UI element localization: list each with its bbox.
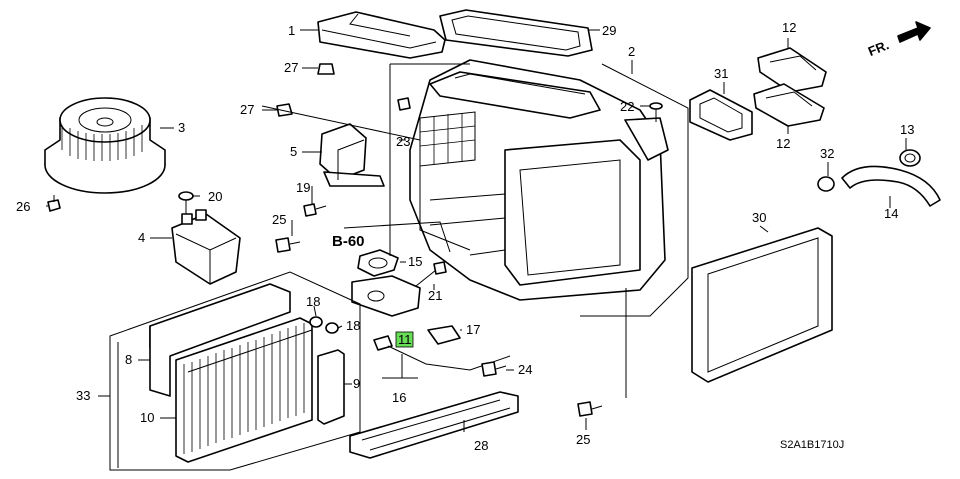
callout-2: 2 <box>628 44 635 59</box>
bolt-25-lower-part <box>577 401 603 417</box>
screw-20-part <box>178 191 194 214</box>
seal-15-part <box>357 249 399 277</box>
reference-code-label: B-60 <box>332 233 365 250</box>
clip-23-part <box>397 97 411 111</box>
nut-18-upper-part <box>309 316 323 328</box>
callout-18-lower: 18 <box>346 318 360 333</box>
front-direction-arrow-icon <box>897 21 931 43</box>
filter-frame-part <box>691 227 833 383</box>
main-housing-part <box>409 59 669 301</box>
callout-22: 22 <box>620 99 634 114</box>
power-transistor-part <box>171 209 241 285</box>
callout-12-upper: 12 <box>782 20 796 35</box>
drain-hose-part <box>841 165 941 207</box>
callout-21: 21 <box>428 288 442 303</box>
seal-ring-part <box>689 89 753 141</box>
callout-27-upper: 27 <box>284 60 298 75</box>
blower-motor-part <box>44 97 166 194</box>
callout-12-lower: 12 <box>776 136 790 151</box>
callout-27-left: 27 <box>240 102 254 117</box>
callout-26: 26 <box>16 199 30 214</box>
callout-10: 10 <box>140 410 154 425</box>
callout-23: 23 <box>396 134 410 149</box>
nut-18-lower-part <box>325 322 339 334</box>
callout-25-left: 25 <box>272 212 286 227</box>
callout-5: 5 <box>290 144 297 159</box>
callout-25-lower: 25 <box>576 432 590 447</box>
bolt-19-part <box>303 203 327 217</box>
servo-motor-part <box>319 123 385 187</box>
sensor-17-part <box>427 325 461 345</box>
callout-16: 16 <box>392 390 406 405</box>
screw-22-part <box>649 102 663 122</box>
gasket-ring-part <box>439 9 593 57</box>
duct-joint-upper-part <box>757 47 827 93</box>
callout-31: 31 <box>714 66 728 81</box>
bolt-24-part <box>481 361 507 377</box>
screw-26-part <box>47 195 61 212</box>
callout-1: 1 <box>288 23 295 38</box>
callout-24: 24 <box>518 362 532 377</box>
callout-20: 20 <box>208 189 222 204</box>
callout-32: 32 <box>820 146 834 161</box>
front-direction-label: FR. <box>866 37 891 59</box>
callout-14: 14 <box>884 206 898 221</box>
callout-18-upper: 18 <box>306 294 320 309</box>
leader-lines <box>46 29 907 432</box>
callout-17: 17 <box>466 322 480 337</box>
evaporator-core-part <box>175 317 313 463</box>
clamp-13-part <box>899 149 921 167</box>
expansion-valve-part <box>351 275 421 317</box>
duct-joint-lower-part <box>753 83 825 127</box>
callout-3: 3 <box>178 120 185 135</box>
drain-pan-part <box>349 391 519 459</box>
callout-9: 9 <box>353 376 360 391</box>
callout-13: 13 <box>900 122 914 137</box>
evaporator-seal-part <box>149 283 291 397</box>
callout-11: 11 <box>398 332 412 347</box>
callout-28: 28 <box>474 438 488 453</box>
clip-27-upper-part <box>317 63 335 75</box>
callout-30: 30 <box>752 210 766 225</box>
evaporator-panel-part <box>317 349 345 425</box>
callout-11-highlight: 11 <box>395 331 414 348</box>
callout-8: 8 <box>125 352 132 367</box>
bolt-21-part <box>415 261 447 287</box>
bolt-25-left-part <box>275 237 301 253</box>
callout-15: 15 <box>408 254 422 269</box>
callout-4: 4 <box>138 230 145 245</box>
callout-29: 29 <box>602 23 616 38</box>
clip-27-left-part <box>276 103 293 117</box>
upper-housing-cover-part <box>317 11 446 59</box>
callout-33: 33 <box>76 388 90 403</box>
diagram-code-label: S2A1B1710J <box>780 439 844 451</box>
group-brackets <box>109 63 689 471</box>
callout-19: 19 <box>296 180 310 195</box>
clamp-32-part <box>817 176 835 192</box>
